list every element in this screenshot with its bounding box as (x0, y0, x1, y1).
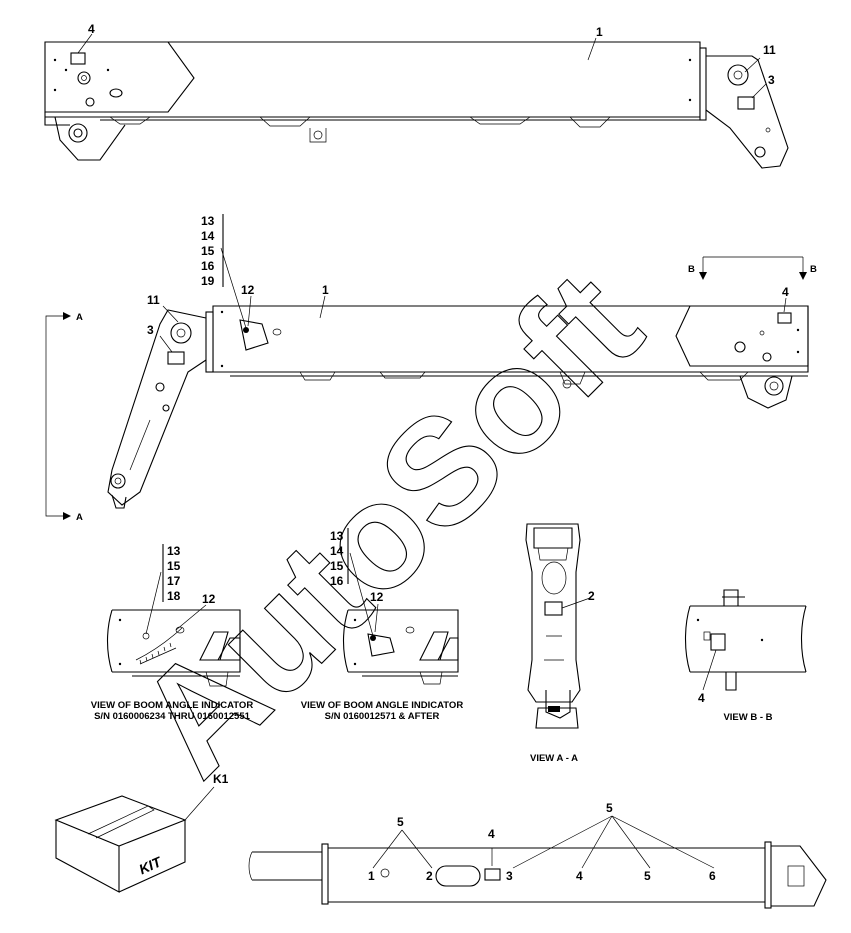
new-group-item-4: 16 (330, 574, 344, 588)
section-a-line (45, 315, 63, 517)
middle-group-item-1: 13 (201, 214, 215, 228)
middle-callout-indicator: 12 (241, 283, 255, 297)
bottom-callout-decal-left: 5 (397, 815, 404, 829)
new-group-item-1: 13 (330, 529, 344, 543)
old-group-item-2: 15 (167, 559, 181, 573)
middle-callout-plate: 4 (782, 285, 789, 299)
bottom-pos-1: 1 (368, 869, 375, 883)
middle-decal-3 (167, 351, 185, 365)
middle-group-item-3: 15 (201, 244, 215, 258)
old-group-item-1: 13 (167, 544, 181, 558)
view-b-caption: VIEW B - B (723, 712, 772, 723)
middle-group-item-4: 16 (201, 259, 215, 273)
middle-callout-decal: 3 (147, 323, 154, 337)
kit-box: KIT K1 (54, 772, 229, 893)
old-callout-indicator: 12 (202, 592, 216, 606)
view-b-section: 4 VIEW B - B (685, 589, 807, 723)
bottom-pos-6: 6 (709, 869, 716, 883)
bottom-boom-view: 1 2 3 4 5 6 5 5 4 (248, 801, 827, 909)
top-plate-4 (70, 52, 86, 65)
old-group-item-3: 17 (167, 574, 181, 588)
bottom-pos-4: 4 (576, 869, 583, 883)
middle-group-item-2: 14 (201, 229, 215, 243)
bottom-callout-plate: 4 (488, 827, 495, 841)
top-callout-pin: 11 (763, 43, 776, 57)
indicator-old-view: 13 15 17 18 12 VIEW OF BOOM ANGLE INDICA… (91, 544, 254, 722)
old-caption-line2: S/N 0160006234 THRU 0160012551 (94, 711, 251, 722)
top-callout-boom: 1 (596, 25, 603, 39)
section-b-line (702, 256, 804, 272)
view-a-caption: VIEW A - A (530, 753, 578, 764)
new-callout-indicator: 12 (370, 590, 384, 604)
middle-callout-boom: 1 (322, 283, 329, 297)
old-group-item-4: 18 (167, 589, 181, 603)
bottom-pos-3: 3 (506, 869, 513, 883)
middle-callout-pin: 11 (147, 293, 160, 307)
bottom-callout-decal-right: 5 (606, 801, 613, 815)
bottom-pos-2: 2 (426, 869, 433, 883)
top-boom-view: 1 4 11 3 (44, 22, 789, 169)
middle-boom-view: B B A A (45, 214, 817, 523)
kit-callout: K1 (213, 772, 229, 786)
section-a-bottom: A (76, 512, 83, 523)
section-b-right: B (810, 264, 817, 275)
new-caption-line2: S/N 0160012571 & AFTER (325, 711, 440, 722)
new-group-item-2: 14 (330, 544, 344, 558)
new-group-item-3: 15 (330, 559, 344, 573)
view-a-section: 2 VIEW A - A (525, 523, 595, 764)
view-b-callout: 4 (698, 691, 705, 705)
section-b-left: B (688, 264, 695, 275)
top-callout-plate: 4 (88, 22, 95, 36)
view-a-callout: 2 (588, 589, 595, 603)
top-callout-decal: 3 (768, 73, 775, 87)
bottom-pos-5: 5 (644, 869, 651, 883)
middle-group-item-5: 19 (201, 274, 215, 288)
old-caption-line1: VIEW OF BOOM ANGLE INDICATOR (91, 700, 254, 711)
section-a-top: A (76, 312, 83, 323)
top-boom-body (44, 41, 195, 113)
bottom-plate (484, 868, 501, 881)
indicator-new-view: 13 14 15 16 12 VIEW OF BOOM ANGLE INDICA… (301, 528, 464, 722)
new-caption-line1: VIEW OF BOOM ANGLE INDICATOR (301, 700, 464, 711)
top-decal-3 (737, 96, 755, 110)
